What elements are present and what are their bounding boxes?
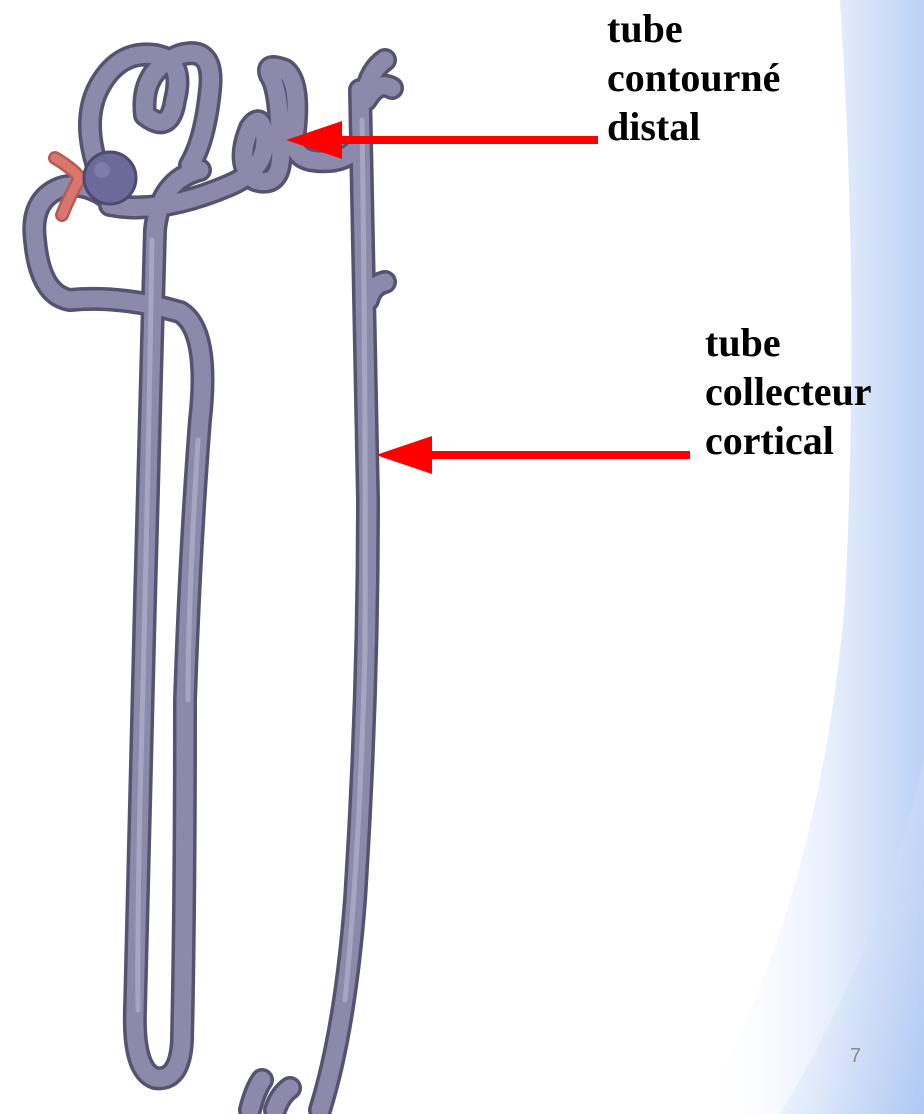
label-distal-tubule: tube contourné distal (607, 4, 780, 151)
label-collecteur-line3: cortical (705, 416, 872, 465)
page-number: 7 (850, 1045, 861, 1068)
label-distal-line3: distal (607, 102, 780, 151)
arrow-collecteur (376, 436, 690, 474)
label-distal-line1: tube (607, 4, 780, 53)
arrow-distal (286, 121, 598, 159)
glomerulus (84, 152, 136, 204)
label-collecteur-line2: collecteur (705, 367, 872, 416)
label-distal-line2: contourné (607, 53, 780, 102)
label-collecting-duct: tube collecteur cortical (705, 318, 872, 465)
label-collecteur-line1: tube (705, 318, 872, 367)
